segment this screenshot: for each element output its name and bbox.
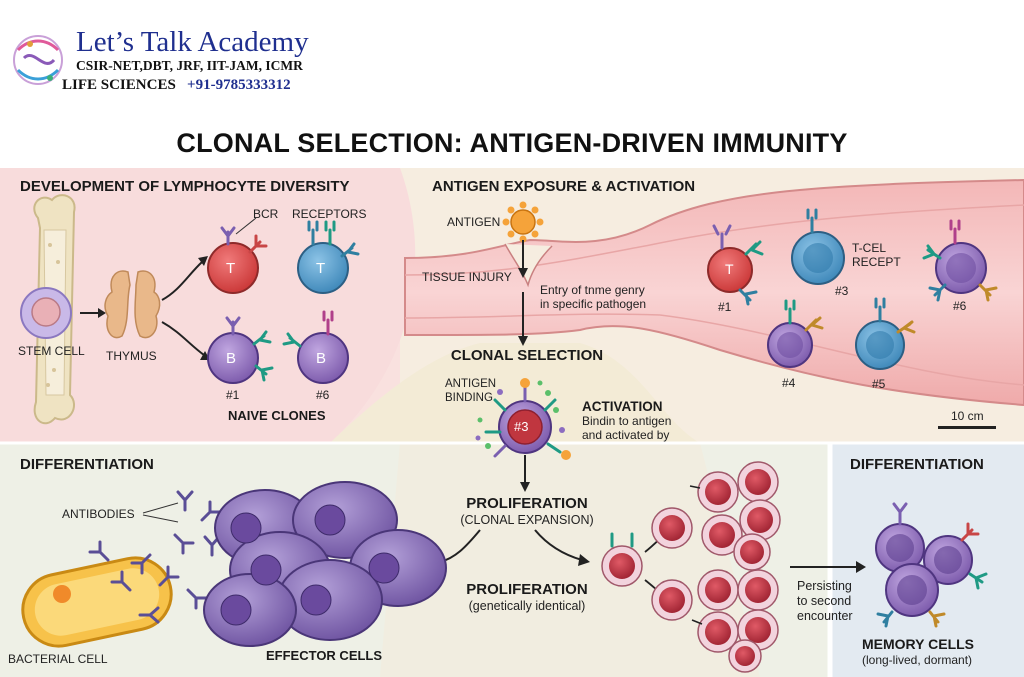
selection-panel-bg <box>330 343 700 443</box>
proliferation-heading-2: PROLIFERATION <box>466 581 588 598</box>
brand-name: Let’s Talk Academy <box>76 26 309 58</box>
stem-cell-label: STEM CELL <box>18 344 85 358</box>
development-heading: DEVELOPMENT OF LYMPHOCYTE DIVERSITY <box>20 178 350 195</box>
antibody-icons <box>88 490 222 624</box>
proliferation-sub-2: (genetically identical) <box>468 599 586 613</box>
phone-number: +91-9785333312 <box>187 77 291 93</box>
entry-note-line-1: Entry of tnme genry <box>540 283 645 297</box>
bcr-label: BCR <box>253 207 279 221</box>
persisting-note: Persisting to second encounter <box>797 579 853 624</box>
naive-t-cell-blue <box>297 242 349 294</box>
antigen-binding-line-1: ANTIGEN <box>445 378 497 390</box>
entry-note-line-2: in specific pathogen <box>540 297 647 311</box>
t-cell-letter-blue: T <box>316 260 326 277</box>
thymus-label: THYMUS <box>106 349 157 363</box>
bacterial-cell-label: BACTERIAL CELL <box>8 652 108 666</box>
vessel-clone-4-label: #4 <box>782 376 796 390</box>
vessel-clone-3-label: #3 <box>835 284 849 298</box>
clone-group-upper <box>651 461 781 571</box>
naive-clones-label: NAIVE CLONES <box>228 408 326 423</box>
activation-note-line-1: Bindin to antigen <box>582 414 672 428</box>
antigen-binding-label: ANTIGEN BINDING <box>445 377 496 405</box>
exam-list: CSIR-NET,DBT, JRF, IIT-JAM, ICMR <box>76 58 303 73</box>
clone-6-label: #6 <box>316 388 330 402</box>
clonal-selection-heading: CLONAL SELECTION <box>450 347 604 364</box>
activation-label: ACTIVATION <box>582 399 663 414</box>
antibodies-label: ANTIBODIES <box>62 507 135 521</box>
differentiation-right-heading: DIFFERENTIATION <box>850 456 984 473</box>
antigen-label: ANTIGEN <box>447 215 501 229</box>
persisting-line-3: encounter <box>797 609 853 623</box>
antigen-binding-line-2: BINDING <box>445 392 493 404</box>
t-cell-receptor-label: T-CEL RECEPT <box>852 241 901 269</box>
naive-t-cell-red <box>207 242 259 294</box>
vessel-t-cell-1 <box>707 247 753 293</box>
vessel-clone-6-label: #6 <box>953 299 967 313</box>
persisting-line-2: to second <box>797 594 852 608</box>
persisting-line-1: Persisting <box>797 579 852 593</box>
memory-cells-sub: (long-lived, dormant) <box>862 653 973 667</box>
proliferation-sub-1: (CLONAL EXPANSION) <box>460 513 594 527</box>
vessel-t-letter: T <box>725 261 734 277</box>
antigen-icon <box>502 201 544 243</box>
exposure-heading: ANTIGEN EXPOSURE & ACTIVATION <box>432 178 696 195</box>
differentiation-left-heading: DIFFERENTIATION <box>20 456 154 473</box>
vessel-clone-5-label: #5 <box>872 377 886 391</box>
receptors-label: RECEPTORS <box>292 207 367 221</box>
t-cell-letter-red: T <box>226 260 236 277</box>
thymus-icon <box>104 270 161 339</box>
subject-phone: LIFE SCIENCES +91-9785333312 <box>62 77 291 94</box>
academy-logo-icon <box>13 35 63 85</box>
vessel-clone-1-label: #1 <box>718 300 732 314</box>
memory-cells <box>875 523 973 617</box>
subject-label: LIFE SCIENCES <box>62 77 176 93</box>
activation-note: Bindin to antigen and activated by <box>582 414 671 442</box>
scale-bar <box>938 426 996 429</box>
clone-group-lower <box>651 569 779 673</box>
activated-cell-label: #3 <box>514 419 529 434</box>
t-cell-receptor-line-1: T-CEL <box>852 241 887 255</box>
b-cell-letter-6: B <box>316 350 327 367</box>
naive-b-cell-6 <box>297 332 349 384</box>
clone-1-label: #1 <box>226 388 240 402</box>
page-title: CLONAL SELECTION: ANTIGEN-DRIVEN IMMUNIT… <box>176 128 848 158</box>
t-cell-receptor-line-2: RECEPT <box>852 255 901 269</box>
effector-cells <box>203 481 447 647</box>
b-cell-letter-1: B <box>226 350 237 367</box>
effector-cells-label: EFFECTOR CELLS <box>266 648 383 663</box>
entry-note: Entry of tnme genry in specific pathogen <box>540 283 646 311</box>
bacterial-cell-icon <box>21 556 173 648</box>
tissue-injury-label: TISSUE INJURY <box>422 270 512 284</box>
memory-cells-label: MEMORY CELLS <box>862 636 975 652</box>
scale-label: 10 cm <box>951 409 984 423</box>
activation-note-line-2: and activated by <box>582 428 670 442</box>
proliferation-heading-1: PROLIFERATION <box>466 495 588 512</box>
